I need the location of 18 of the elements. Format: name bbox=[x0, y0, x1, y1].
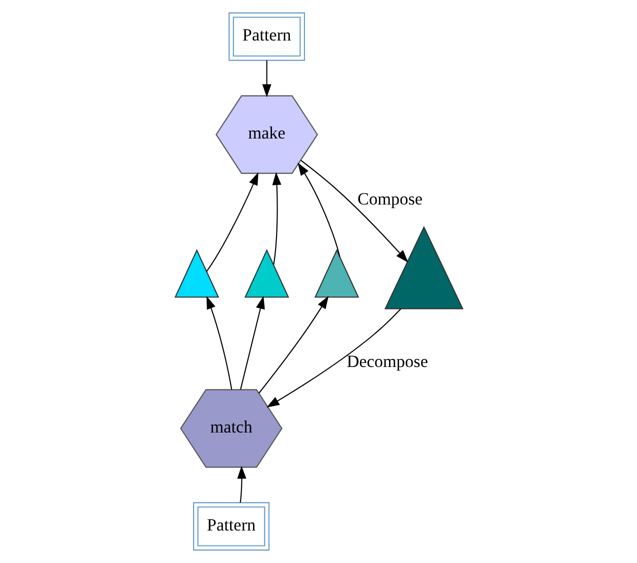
arrow bbox=[240, 296, 264, 390]
node-box: Pattern bbox=[228, 12, 304, 61]
arrow bbox=[266, 308, 401, 408]
edge-label: Decompose bbox=[346, 352, 428, 371]
arrow bbox=[258, 296, 328, 394]
node-triangle bbox=[384, 226, 464, 310]
arrow bbox=[206, 172, 258, 272]
node-triangle bbox=[244, 249, 289, 298]
arrow bbox=[300, 160, 408, 263]
arrow bbox=[297, 162, 340, 257]
node-triangle bbox=[174, 249, 219, 298]
node-triangle bbox=[314, 249, 359, 298]
arrow bbox=[272, 172, 281, 265]
arrow bbox=[236, 466, 246, 503]
arrow bbox=[262, 60, 271, 98]
node-box: Pattern bbox=[192, 502, 269, 551]
arrow bbox=[206, 296, 232, 390]
edge-label: Compose bbox=[357, 189, 422, 208]
